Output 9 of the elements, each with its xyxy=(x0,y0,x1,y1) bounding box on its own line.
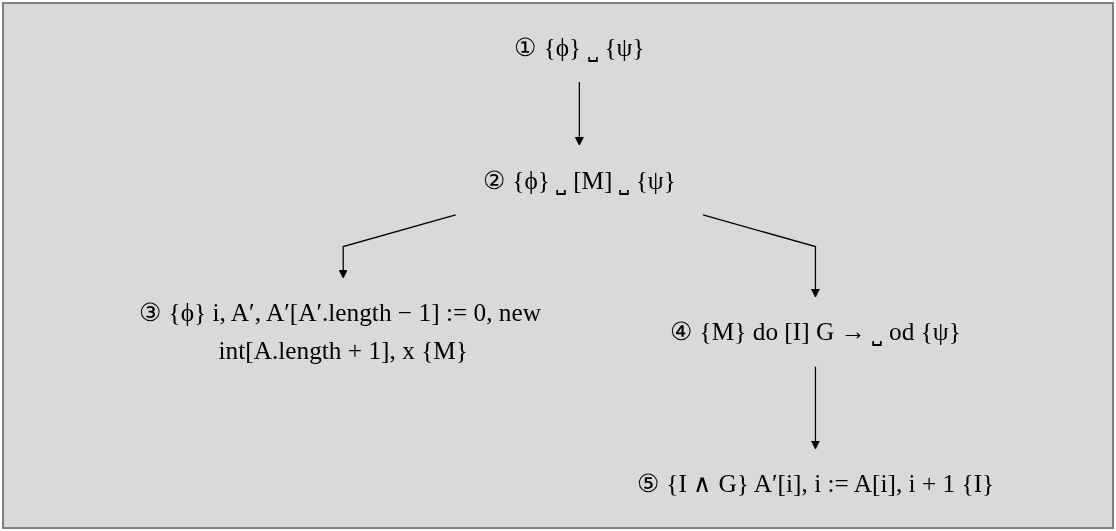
arrow xyxy=(338,214,457,279)
node-text: ② {ϕ} ⎵ [M] ⎵ {ψ} xyxy=(482,166,676,194)
arrow xyxy=(574,81,584,146)
node-text: ① {ϕ} ⎵ {ψ} xyxy=(514,33,645,61)
arrow xyxy=(810,366,821,450)
arrow xyxy=(702,214,821,298)
node-text: ③ {ϕ} i, A′, A′[A′.length − 1] := 0, new int[A.length + 1], x {M} xyxy=(139,299,541,365)
node-text: ⑤ {I ∧ G} A′[i], i := A[i], i + 1 {I} xyxy=(636,470,995,498)
node-text: ④ {M} do [I] G → ⎵ od {ψ} xyxy=(670,318,961,346)
